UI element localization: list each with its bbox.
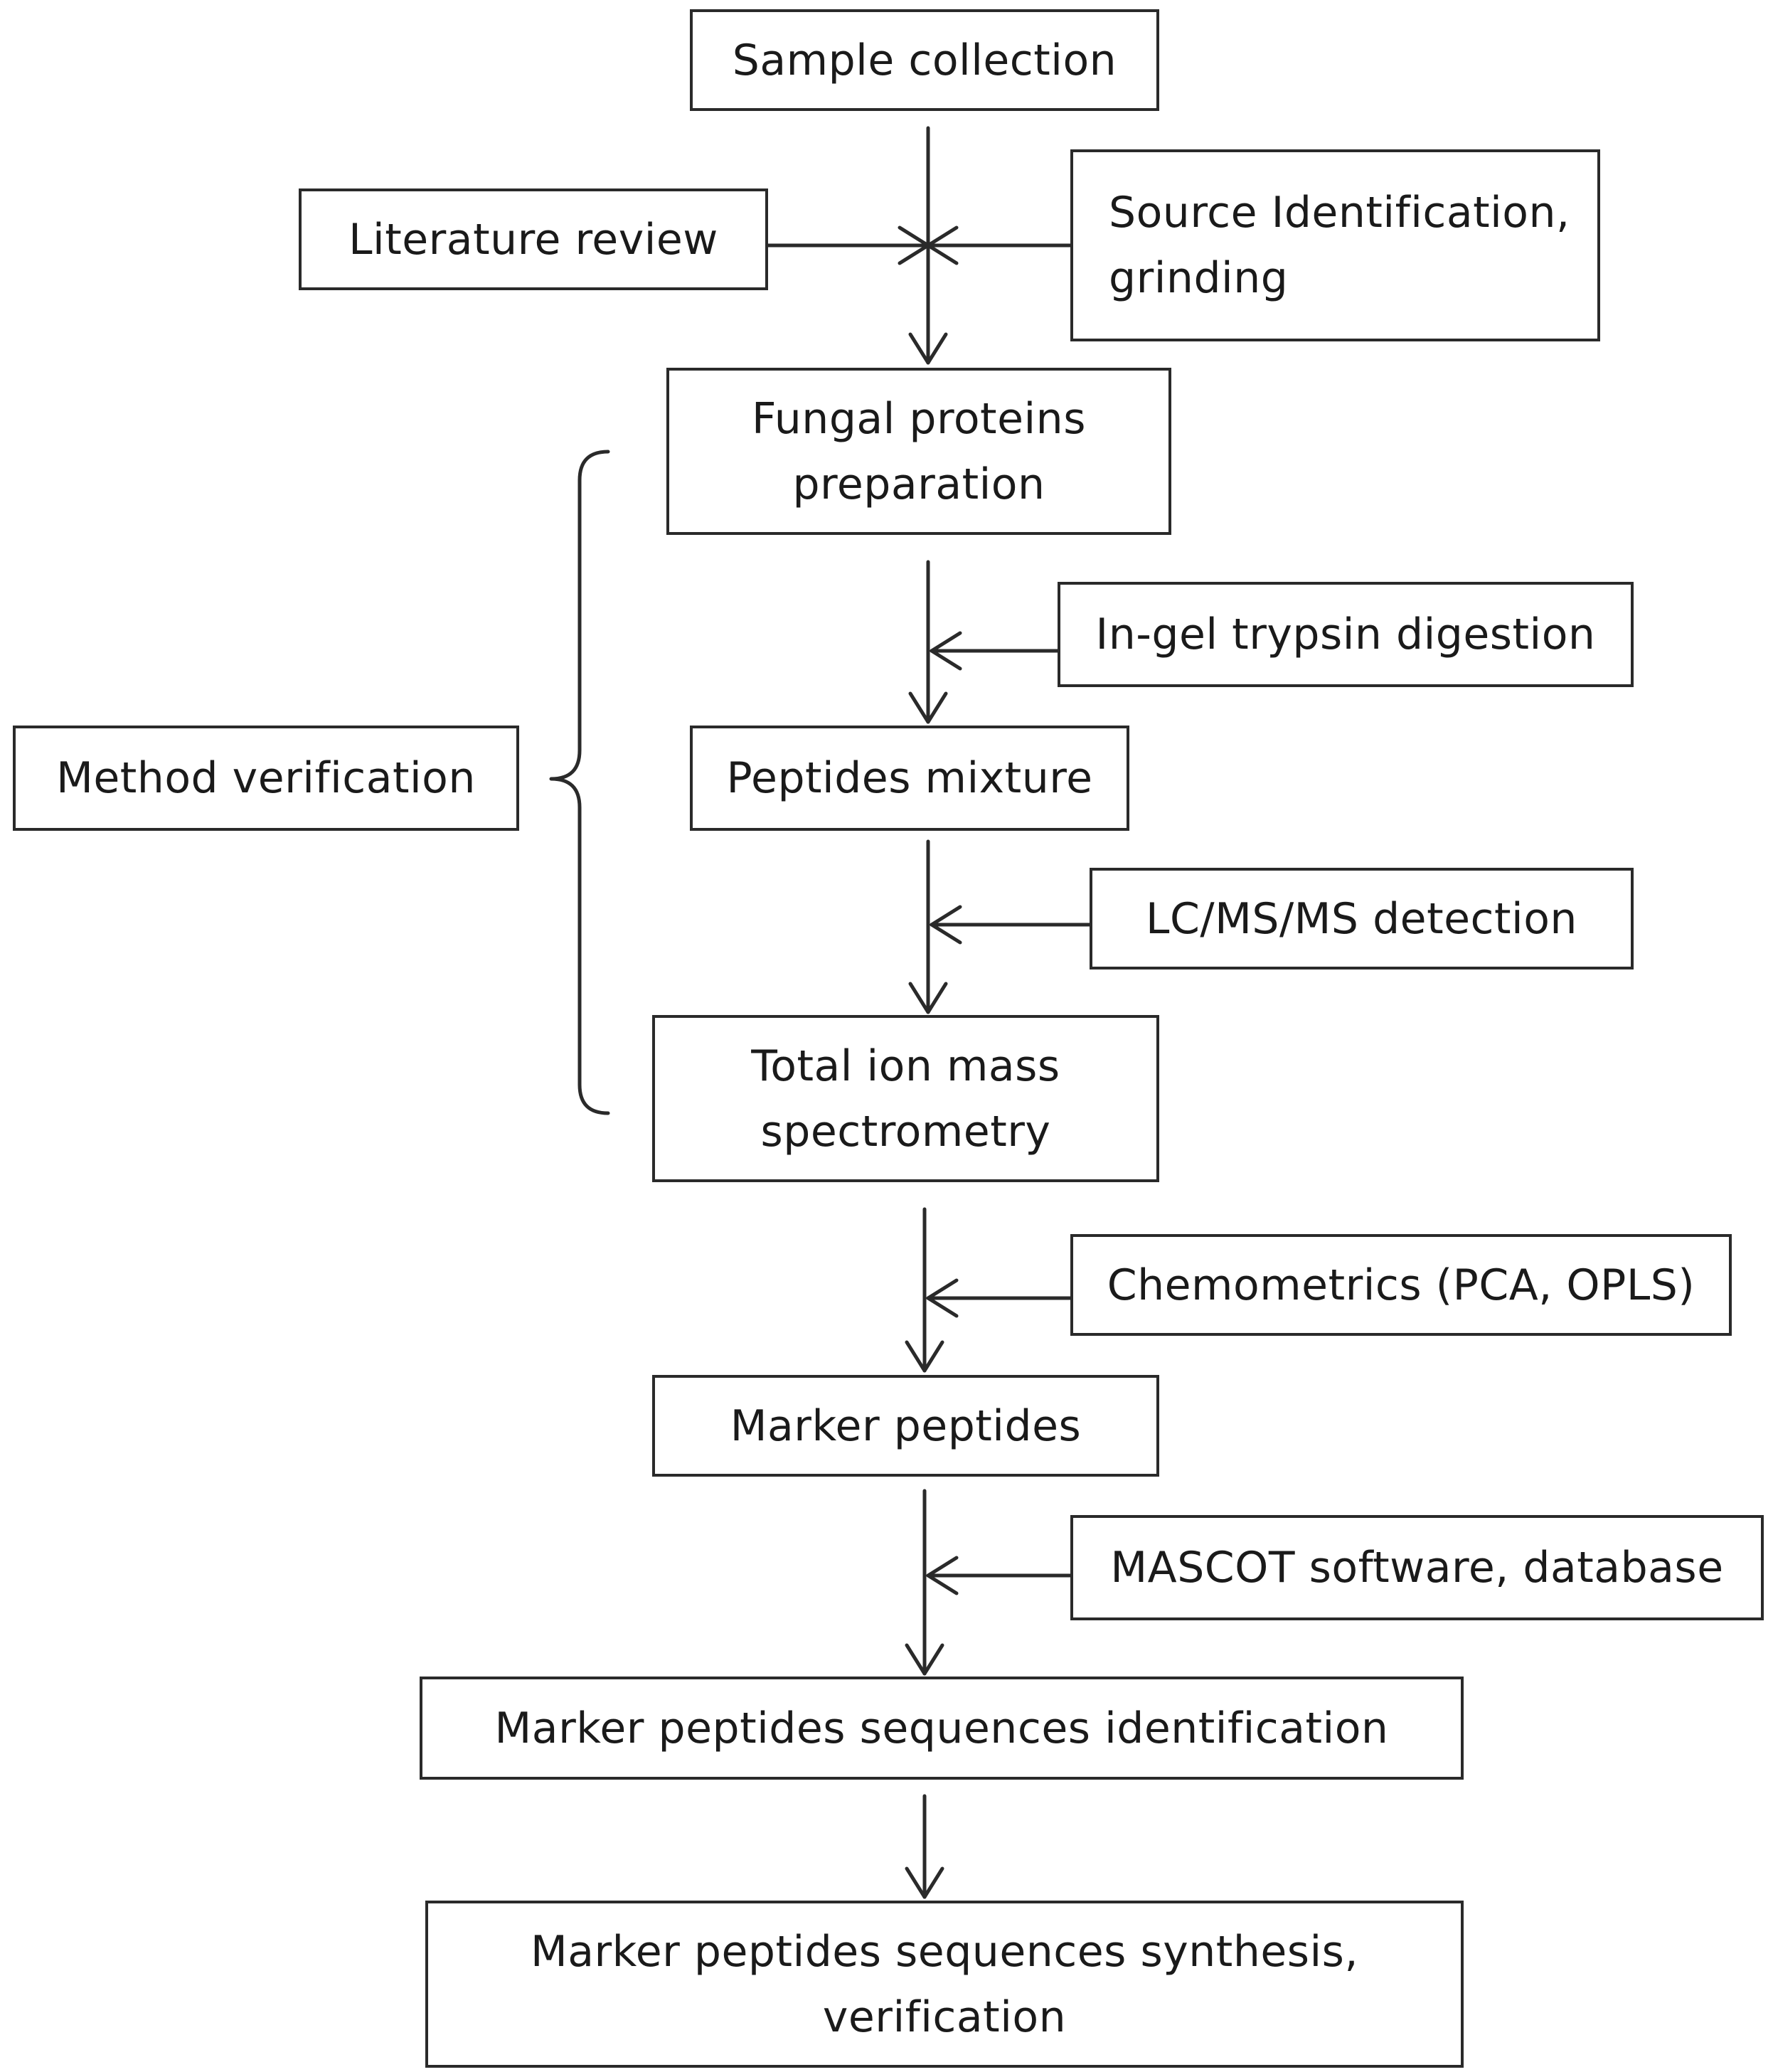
mascot-box: MASCOT software, database	[1070, 1515, 1764, 1620]
fungal-proteins-box: Fungal proteins preparation	[666, 368, 1171, 535]
in-gel-digestion-label: In-gel trypsin digestion	[1095, 610, 1596, 659]
arrowhead-identification	[905, 1643, 944, 1676]
arrowhead-chemometrics	[926, 1278, 959, 1318]
peptides-mixture-label: Peptides mixture	[726, 753, 1093, 803]
lcms-detection-label: LC/MS/MS detection	[1146, 893, 1577, 944]
lcms-detection-box: LC/MS/MS detection	[1090, 868, 1634, 969]
mascot-label: MASCOT software, database	[1110, 1543, 1724, 1593]
marker-peptides-label: Marker peptides	[730, 1401, 1082, 1451]
sample-collection-box: Sample collection	[690, 9, 1159, 111]
total-ion-box: Total ion mass spectrometry	[652, 1015, 1159, 1182]
source-identification-label: Source Identification, grinding	[1109, 188, 1570, 303]
sample-collection-label: Sample collection	[732, 35, 1117, 85]
sequences-synthesis-label: Marker peptides sequences synthesis, ver…	[530, 1926, 1359, 2042]
in-gel-digestion-box: In-gel trypsin digestion	[1058, 582, 1634, 687]
arrowhead-synthesis	[905, 1866, 944, 1899]
arrowhead-lcms	[930, 905, 962, 945]
arrowhead-peptides	[908, 691, 948, 724]
chemometrics-box: Chemometrics (PCA, OPLS)	[1070, 1234, 1732, 1336]
arrowhead-mascot	[926, 1556, 959, 1595]
sequences-identification-box: Marker peptides sequences identification	[420, 1677, 1464, 1780]
sequences-synthesis-box: Marker peptides sequences synthesis, ver…	[425, 1901, 1464, 2068]
literature-review-label: Literature review	[348, 214, 718, 265]
source-identification-box: Source Identification, grinding	[1070, 149, 1600, 341]
sequences-identification-label: Marker peptides sequences identification	[494, 1703, 1389, 1753]
total-ion-label: Total ion mass spectrometry	[751, 1041, 1060, 1157]
peptides-mixture-box: Peptides mixture	[690, 726, 1129, 831]
arrowhead-fungal	[908, 332, 948, 365]
arrowhead-source	[926, 225, 959, 265]
chemometrics-label: Chemometrics (PCA, OPLS)	[1107, 1260, 1695, 1310]
fungal-proteins-label: Fungal proteins preparation	[752, 393, 1086, 509]
method-verification-label: Method verification	[56, 753, 476, 803]
method-verification-box: Method verification	[13, 726, 519, 831]
arrowhead-marker	[905, 1340, 944, 1373]
marker-peptides-box: Marker peptides	[652, 1375, 1159, 1477]
literature-review-box: Literature review	[299, 188, 768, 290]
method-verification-brace	[549, 450, 610, 1115]
arrowhead-ingel	[930, 631, 962, 671]
arrowhead-totalion	[908, 982, 948, 1014]
